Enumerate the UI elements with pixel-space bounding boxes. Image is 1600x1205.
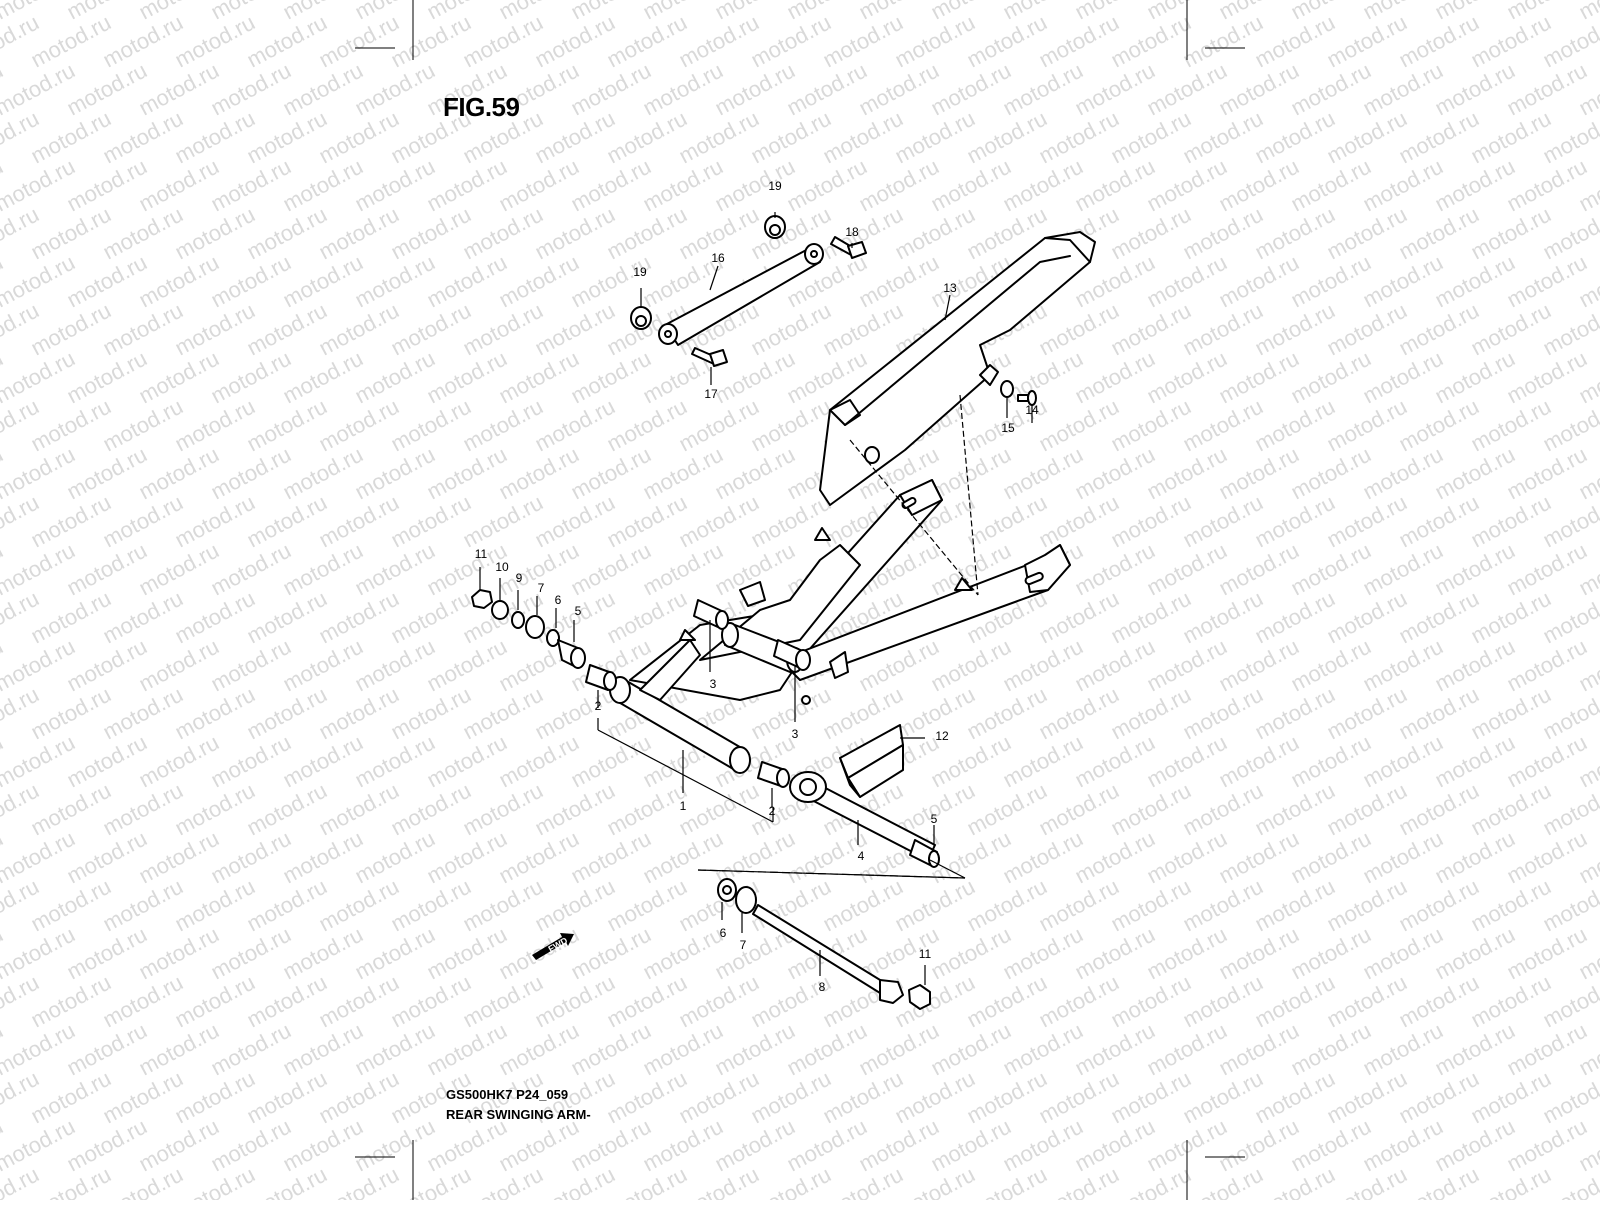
model-code: GS500HK7 P24_059 — [446, 1087, 569, 1102]
bearing-2-left — [585, 664, 617, 691]
bushing-3-right — [773, 639, 811, 671]
callout-number: 15 — [1001, 421, 1015, 435]
pivot-stack-left — [471, 589, 586, 669]
callout-number: 18 — [845, 225, 859, 239]
chain-buffer — [839, 724, 904, 798]
leader-lines — [479, 212, 1033, 985]
callout-number: 4 — [858, 849, 865, 863]
callout-number: 8 — [819, 980, 826, 994]
crop-marks — [355, 0, 1245, 1200]
callout-number: 17 — [704, 387, 718, 401]
callout-number: 7 — [740, 938, 747, 952]
bearing-2-lower — [757, 761, 790, 788]
callout-number: 9 — [516, 571, 523, 585]
callout-number: 2 — [595, 699, 602, 713]
spacer-4 — [789, 771, 940, 868]
callout-number: 5 — [931, 812, 938, 826]
callout-number: 14 — [1025, 403, 1039, 417]
figure-title: FIG.59 — [443, 92, 520, 122]
callout-number: 19 — [768, 179, 782, 193]
callout-number: 6 — [720, 926, 727, 940]
callout-number: 16 — [711, 251, 725, 265]
callout-number: 3 — [792, 727, 799, 741]
callout-number: 7 — [538, 581, 545, 595]
callout-number: 11 — [475, 547, 488, 561]
callout-number: 12 — [935, 729, 949, 743]
bushing-3-left — [693, 599, 729, 630]
bushing-19-left — [630, 306, 652, 330]
bolt-17 — [691, 347, 728, 367]
chain-case — [819, 231, 1096, 506]
collar-7-lower — [735, 886, 757, 914]
washer-6-lower — [717, 878, 737, 902]
callout-number: 19 — [633, 265, 647, 279]
callout-number: 10 — [495, 560, 509, 574]
callout-number: 3 — [710, 677, 717, 691]
pivot-bolt-8 — [752, 904, 904, 1004]
torque-link — [658, 243, 824, 346]
nut-11-lower — [908, 984, 931, 1010]
figure-caption: REAR SWINGING ARM- — [446, 1107, 591, 1122]
callout-number: 1 — [680, 799, 687, 813]
callout-number: 11 — [919, 947, 932, 961]
bushing-19-top — [764, 215, 786, 239]
callout-number: 5 — [575, 604, 582, 618]
callout-number: 13 — [943, 281, 957, 295]
callout-number: 2 — [769, 804, 776, 818]
callout-number: 6 — [555, 593, 562, 607]
washer-15 — [1000, 380, 1014, 398]
